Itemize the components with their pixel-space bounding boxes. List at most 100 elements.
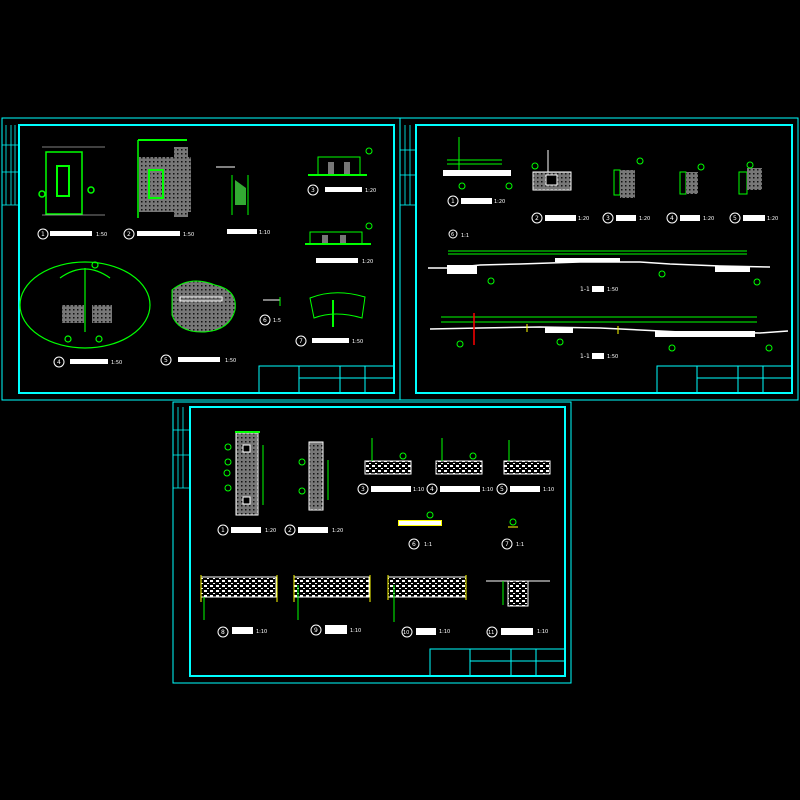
label-text: 11 [488,630,494,636]
label-text: 1:50 [352,339,363,345]
label-text: 3 [311,187,315,194]
drawing-mark [137,231,180,236]
drawing-mark [293,576,370,598]
drawing-mark [620,170,635,198]
drawing-mark [298,458,306,466]
detail-2-plan [298,441,329,511]
drawing-mark [171,280,236,333]
drawing-mark [487,277,495,285]
drawing-mark [298,487,306,495]
drawing-mark [509,518,517,526]
sheet-2-side-strip [400,125,416,206]
drawing-mark [37,228,49,240]
detail-7-plan [309,292,366,327]
drawing-mark [18,124,395,394]
drawing-mark [178,357,220,362]
label-text: 1:10 [482,487,493,493]
drawing-mark [224,443,232,451]
drawing-mark [408,538,420,550]
label-text: 1:10 [413,487,424,493]
drawing-mark [545,215,576,221]
label-text: 3 [606,215,610,222]
drawing-mark [371,486,411,492]
label-text: 5 [500,486,504,493]
drawing-mark [235,180,246,205]
label-text: 1:20 [265,528,276,534]
drawing-mark [172,401,572,684]
drawing-mark [224,484,232,492]
drawing-mark [556,338,564,346]
drawing-mark [38,190,46,198]
drawing-mark [469,452,477,460]
label-text: 6 [263,317,267,324]
drawing-mark [486,626,498,638]
drawing-mark [227,229,257,234]
label-s3-11: 11 1:10 [486,626,548,638]
drawing-mark [223,469,231,477]
drawing-mark [658,270,666,278]
label-text: 1 [41,231,45,238]
drawing-mark [496,483,508,495]
drawing-mark [501,628,533,635]
label-text: 4 [670,215,674,222]
drawing-mark [189,406,566,677]
label-text: 1-1 [580,286,590,293]
label-text: 1:20 [578,216,589,222]
drawing-mark [503,460,551,475]
drawing-mark [447,265,477,274]
drawing-mark [510,486,540,492]
drawing-mark [656,365,793,394]
drawing-mark [426,511,434,519]
label-detail-3: 1:10 [227,229,270,236]
label-text: 5 [164,357,168,364]
drawing-mark [45,151,83,215]
drawing-mark [429,648,566,677]
drawing-mark [242,496,251,505]
drawing-mark [458,182,466,190]
label-text: 6 [451,232,454,238]
detail-4-plan [19,261,151,349]
label-text: 2 [127,231,131,238]
sheet-2-title-block [656,365,793,394]
drawing-mark [231,527,261,533]
drawing-mark [555,258,620,262]
drawing-mark [95,335,103,343]
detail-5-section [738,161,762,195]
drawing-mark [258,365,395,394]
label-text: 1 [451,198,455,205]
label-s3-4: 4 1:10 [426,483,493,495]
sheet-3-side-strip [173,407,190,489]
label-text: 1:10 [537,629,548,635]
drawing-mark [746,161,754,169]
drawing-mark [365,222,373,230]
detail-11-section [486,580,550,607]
label-text: 4 [430,486,434,493]
section-lower [429,313,789,352]
drawing-mark [743,215,765,221]
drawing-mark [259,314,271,326]
detail-8-section [200,575,278,620]
label-text: 1:50 [111,360,122,366]
drawing-mark [507,580,529,607]
drawing-mark [401,626,413,638]
drawing-mark [232,627,253,634]
label-text: 1:50 [607,287,618,293]
drawing-mark [328,162,334,175]
drawing-mark [440,486,480,492]
drawing-mark [416,628,436,635]
label-text: 1:1 [461,233,469,239]
drawing-mark [447,195,459,207]
drawing-mark [613,169,621,196]
drawing-mark [415,124,793,394]
sheet-2-drawings [428,137,789,352]
